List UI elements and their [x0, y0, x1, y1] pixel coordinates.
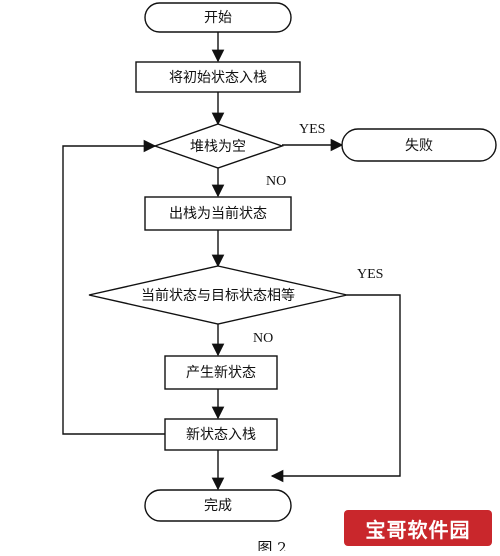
arrow-equals-to-done: [270, 294, 401, 483]
watermark-text: 宝哥软件园: [365, 517, 471, 542]
yes-label-1: YES: [299, 122, 325, 137]
no-label-2: NO: [253, 331, 273, 346]
push-initial-label: 将初始状态入栈: [169, 69, 267, 86]
done-label: 完成: [204, 498, 232, 514]
no-label-1: NO: [266, 174, 286, 189]
arrow-loop-back: [62, 139, 165, 435]
start-label: 开始: [204, 10, 232, 26]
stack-empty-label: 堆栈为空: [190, 139, 246, 155]
stack-empty-decision: [152, 123, 285, 169]
equals-target-decision: [88, 265, 348, 325]
new-state-label: 产生新状态: [186, 365, 256, 381]
yes-label-2: YES: [357, 267, 383, 282]
figure-caption: 图 2: [257, 539, 286, 551]
watermark-logo: 宝哥软件园: [344, 510, 492, 546]
push-new-label: 新状态入栈: [186, 427, 256, 443]
fail-terminal: [341, 128, 497, 162]
pop-current-label: 出栈为当前状态: [169, 205, 267, 222]
start-terminal: [144, 2, 292, 33]
push-new-box: [164, 418, 278, 451]
equals-target-label: 当前状态与目标状态相等: [141, 287, 295, 304]
fail-label: 失败: [405, 138, 433, 154]
new-state-box: [164, 355, 278, 390]
pop-current-box: [144, 196, 292, 231]
done-terminal: [144, 489, 292, 522]
push-initial-box: [135, 61, 301, 93]
